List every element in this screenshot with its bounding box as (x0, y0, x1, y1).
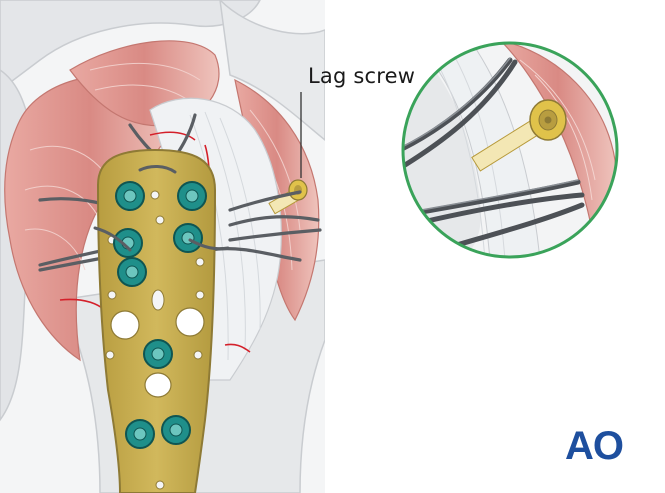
acromion-bone (219, 0, 325, 141)
magnifier-ring (401, 41, 619, 259)
lag-screw-label: Lag screw (308, 64, 416, 88)
ao-logo: AO (565, 424, 624, 468)
locking-plate (96, 148, 217, 493)
zoom-lag-screw (529, 99, 567, 141)
clavicle-bone (0, 0, 261, 91)
main-anatomy-panel (0, 0, 325, 493)
magnifier-circle (401, 41, 619, 259)
